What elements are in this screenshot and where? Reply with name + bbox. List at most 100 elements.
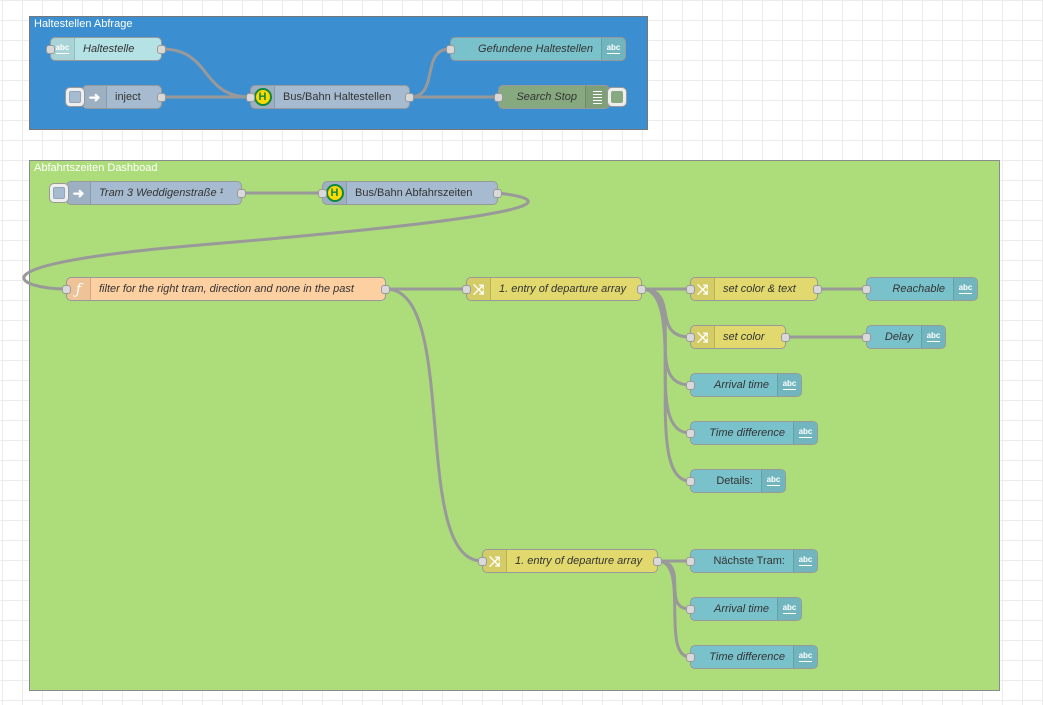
abc-icon: abc <box>793 422 817 444</box>
output-port[interactable] <box>157 93 166 102</box>
input-port[interactable] <box>686 429 695 438</box>
input-port[interactable] <box>446 45 455 54</box>
text-node-arrival-time-2[interactable]: Arrival time abc <box>686 597 802 621</box>
change-node-entry1[interactable]: ⤨ 1. entry of departure array <box>462 277 646 301</box>
node-label: set color & text <box>723 283 796 295</box>
text-node-delay[interactable]: Delay abc <box>862 325 946 349</box>
wire[interactable] <box>409 47 451 99</box>
input-port[interactable] <box>318 189 327 198</box>
output-port[interactable] <box>157 45 166 54</box>
abc-icon: abc <box>777 598 801 620</box>
abc-icon: abc <box>601 38 625 60</box>
list-select-icon <box>585 86 609 108</box>
inject-node[interactable]: ➜ inject <box>65 85 166 109</box>
text-node-arrival-time[interactable]: Arrival time abc <box>686 373 802 397</box>
node-label: set color <box>723 331 765 343</box>
inject-button[interactable] <box>65 87 85 107</box>
input-port[interactable] <box>686 653 695 662</box>
function-node-filter[interactable]: ƒ filter for the right tram, direction a… <box>62 277 390 301</box>
wire[interactable] <box>641 287 691 483</box>
input-port[interactable] <box>686 381 695 390</box>
text-node-gefundene-haltestellen[interactable]: Gefundene Haltestellen abc <box>446 37 626 61</box>
group-haltestellen-abfrage[interactable]: Haltestellen Abfrage <box>29 16 648 130</box>
output-port[interactable] <box>637 285 646 294</box>
bus-stop-icon: H <box>323 182 347 204</box>
text-node-time-difference-2[interactable]: Time difference abc <box>686 645 818 669</box>
output-port[interactable] <box>781 333 790 342</box>
shuffle-icon: ⤨ <box>691 326 715 348</box>
inject-node-tram3[interactable]: ➜ Tram 3 Weddigenstraße ¹ <box>49 181 246 205</box>
input-port[interactable] <box>686 333 695 342</box>
node-label: 1. entry of departure array <box>515 555 643 567</box>
shuffle-icon: ⤨ <box>483 550 507 572</box>
wire[interactable] <box>22 191 530 291</box>
input-port[interactable] <box>686 477 695 486</box>
input-port[interactable] <box>686 605 695 614</box>
output-port[interactable] <box>493 189 502 198</box>
input-port[interactable] <box>478 557 487 566</box>
search-stop-node[interactable]: Search Stop <box>494 85 627 109</box>
output-port[interactable] <box>653 557 662 566</box>
bus-haltestellen-node[interactable]: H Bus/Bahn Haltestellen <box>246 85 414 109</box>
input-port[interactable] <box>46 45 55 54</box>
node-label: inject <box>115 91 141 103</box>
node-label: Details: <box>716 475 753 487</box>
node-label: Arrival time <box>713 379 769 391</box>
node-label: Search Stop <box>516 91 577 103</box>
group-abfahrtszeiten-dashboard[interactable]: Abfahrtszeiten Dashboad <box>29 160 1000 691</box>
node-label: Arrival time <box>713 603 769 615</box>
function-icon: ƒ <box>67 278 91 300</box>
node-label: filter for the right tram, direction and… <box>99 283 354 295</box>
input-port[interactable] <box>246 93 255 102</box>
output-port[interactable] <box>381 285 390 294</box>
wire[interactable] <box>161 47 251 99</box>
text-node-time-difference[interactable]: Time difference abc <box>686 421 818 445</box>
output-port[interactable] <box>237 189 246 198</box>
node-label: Bus/Bahn Haltestellen <box>283 91 392 103</box>
node-label: Bus/Bahn Abfahrszeiten <box>355 187 473 199</box>
wire[interactable] <box>657 559 691 659</box>
input-port[interactable] <box>686 285 695 294</box>
abc-icon: abc <box>793 646 817 668</box>
abc-icon: abc <box>51 38 75 60</box>
node-label: Haltestelle <box>83 43 135 55</box>
abc-icon: abc <box>793 550 817 572</box>
text-node-reachable[interactable]: Reachable abc <box>862 277 978 301</box>
text-node-haltestelle[interactable]: abc Haltestelle <box>46 37 166 61</box>
group-label: Abfahrtszeiten Dashboad <box>34 162 158 174</box>
shuffle-icon: ⤨ <box>467 278 491 300</box>
node-label: 1. entry of departure array <box>499 283 627 295</box>
ui-toggle-button[interactable] <box>607 87 627 107</box>
input-port[interactable] <box>862 285 871 294</box>
output-port[interactable] <box>813 285 822 294</box>
input-port[interactable] <box>494 93 503 102</box>
inject-arrow-icon: ➜ <box>67 182 91 204</box>
wire[interactable] <box>385 287 483 563</box>
node-label: Nächste Tram: <box>713 555 785 567</box>
change-node-entry2[interactable]: ⤨ 1. entry of departure array <box>478 549 662 573</box>
abc-icon: abc <box>777 374 801 396</box>
inject-arrow-icon: ➜ <box>83 86 107 108</box>
group-label: Haltestellen Abfrage <box>34 18 133 30</box>
text-node-details[interactable]: Details: abc <box>686 469 786 493</box>
input-port[interactable] <box>462 285 471 294</box>
abc-icon: abc <box>921 326 945 348</box>
node-label: Tram 3 Weddigenstraße ¹ <box>99 187 224 199</box>
bus-abfahrszeiten-node[interactable]: H Bus/Bahn Abfahrszeiten <box>318 181 502 205</box>
change-node-set-color[interactable]: ⤨ set color <box>686 325 790 349</box>
input-port[interactable] <box>862 333 871 342</box>
inject-button[interactable] <box>49 183 69 203</box>
shuffle-icon: ⤨ <box>691 278 715 300</box>
text-node-naechste-tram[interactable]: Nächste Tram: abc <box>686 549 818 573</box>
node-label: Time difference <box>709 651 785 663</box>
node-label: Gefundene Haltestellen <box>478 43 593 55</box>
input-port[interactable] <box>62 285 71 294</box>
node-label: Reachable <box>892 283 945 295</box>
change-node-set-color-text[interactable]: ⤨ set color & text <box>686 277 822 301</box>
input-port[interactable] <box>686 557 695 566</box>
abc-icon: abc <box>953 278 977 300</box>
abc-icon: abc <box>761 470 785 492</box>
output-port[interactable] <box>405 93 414 102</box>
